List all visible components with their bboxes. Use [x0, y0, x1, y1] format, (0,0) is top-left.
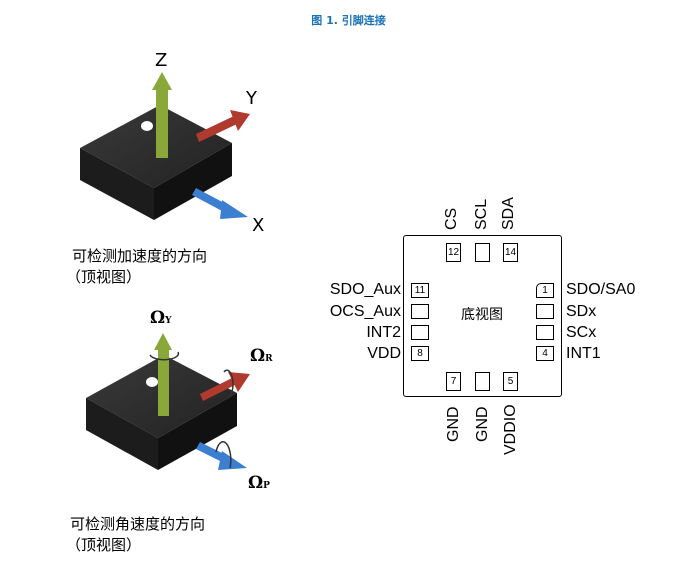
right-pin-pad-int1: 4: [536, 346, 554, 361]
y-axis-label: Y: [246, 88, 257, 109]
roll-axis-label: ΩR: [250, 346, 273, 366]
accel-caption: 可检测加速度的方向: [72, 247, 208, 265]
z-axis-arrow-icon: [152, 72, 172, 158]
bottom-pin-pad-gnd-2: [475, 372, 490, 391]
gyro-caption: 可检测角速度的方向: [70, 515, 206, 533]
bottom-view-label: 底视图: [461, 307, 503, 323]
right-pin-pad-scx: [536, 325, 554, 340]
accel-caption-sub: （顶视图）: [66, 268, 142, 286]
right-pin-label-scx: SCx: [566, 324, 597, 341]
left-pin-label-ocs-aux: OCS_Aux: [329, 303, 401, 320]
top-pin-pad-sda: 14: [503, 243, 518, 262]
x-axis-arrow-icon: [192, 188, 248, 219]
yaw-axis-label: ΩY: [150, 308, 172, 328]
bottom-pin-pad-vddio: 5: [503, 372, 518, 391]
pitch-axis-arrow-icon: [196, 441, 247, 470]
package-outline: [403, 235, 562, 397]
bottom-pin-pad-gnd-1: 7: [446, 372, 461, 391]
right-pin-label-sdx: SDx: [566, 303, 597, 320]
y-axis-arrow-icon: [196, 110, 250, 142]
left-pin-label-sdo-aux: SDO_Aux: [329, 281, 401, 298]
top-pin-label-sda: SDA: [500, 197, 517, 230]
left-pin-pad-sdo-aux: 11: [411, 283, 429, 298]
z-axis-label: Z: [155, 50, 168, 71]
right-pin-pad-sdx: [536, 304, 554, 319]
left-pin-pad-vdd: 8: [411, 346, 429, 361]
top-pin-pad-scl: [475, 243, 490, 262]
x-axis-label: X: [252, 215, 265, 236]
roll-axis-arrow-icon: [200, 369, 250, 401]
top-pin-pad-cs: 12: [446, 243, 461, 262]
yaw-axis-arrow-icon: [149, 333, 180, 416]
bottom-pin-label-gnd-2: GND: [474, 406, 491, 442]
right-pin-pad-sdo-sa0: 1: [536, 283, 554, 298]
bottom-pin-label-gnd-1: GND: [445, 406, 462, 442]
pin1-dot-icon: [141, 121, 153, 131]
left-pin-pad-ocs-aux: [411, 304, 429, 319]
pitch-axis-label: ΩP: [248, 473, 270, 493]
top-pin-label-cs: CS: [443, 207, 460, 230]
left-pin-label-int2: INT2: [366, 324, 401, 341]
bottom-pin-label-vddio: VDDIO: [502, 404, 519, 455]
top-pin-label-scl: SCL: [473, 198, 490, 230]
right-pin-label-int1: INT1: [566, 345, 601, 362]
right-pin-label-sdo-sa0: SDO/SA0: [566, 281, 636, 298]
left-pin-pad-int2: [411, 325, 429, 340]
gyro-caption-sub: （顶视图）: [66, 536, 142, 554]
left-pin-label-vdd: VDD: [367, 345, 401, 362]
figure-title: 图 1. 引脚连接: [311, 14, 386, 27]
pin1-dot-icon: [146, 377, 158, 387]
